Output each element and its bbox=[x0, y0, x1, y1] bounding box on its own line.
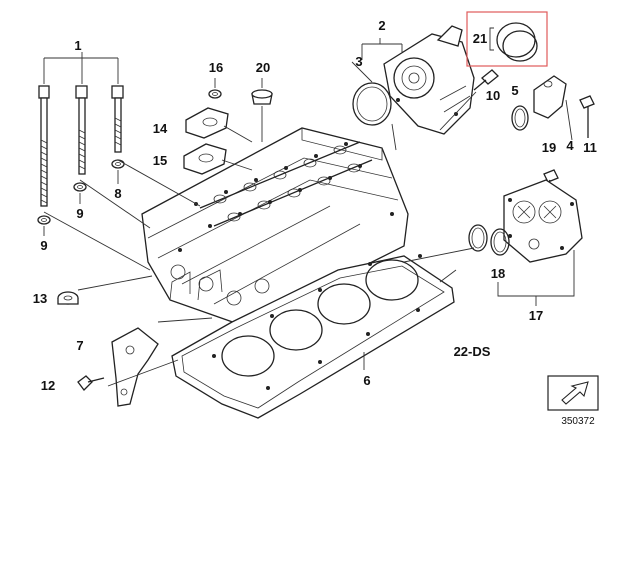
callout-8[interactable]: 8 bbox=[114, 186, 121, 201]
callout-1[interactable]: 1 bbox=[74, 38, 81, 53]
o-ring-set-21 bbox=[466, 11, 548, 67]
callout-21[interactable]: 21 bbox=[473, 31, 487, 46]
callout-2[interactable]: 2 bbox=[378, 18, 385, 33]
view-direction-arrow bbox=[547, 375, 599, 411]
diagram-number: 350372 bbox=[561, 416, 595, 427]
callout-14[interactable]: 14 bbox=[153, 121, 168, 136]
head-bolts-group bbox=[38, 52, 124, 207]
callout-11[interactable]: 11 bbox=[583, 140, 597, 155]
o-ring-5 bbox=[511, 105, 529, 131]
head-gasket-6 bbox=[171, 254, 455, 419]
callout-16[interactable]: 16 bbox=[209, 60, 223, 75]
washer-9-middle bbox=[73, 182, 87, 192]
gasket-15 bbox=[183, 143, 227, 175]
callout-4[interactable]: 4 bbox=[566, 138, 574, 153]
callout-10[interactable]: 10 bbox=[486, 88, 500, 103]
washer-8 bbox=[111, 159, 125, 169]
callout-18[interactable]: 18 bbox=[491, 266, 505, 281]
callout-5[interactable]: 5 bbox=[511, 83, 518, 98]
bracket-4 bbox=[533, 75, 573, 141]
callout-20[interactable]: 20 bbox=[256, 60, 270, 75]
engine-code-label: 22-DS bbox=[454, 344, 491, 359]
bolt-11 bbox=[579, 95, 595, 138]
nut-16 bbox=[208, 78, 222, 99]
callout-6[interactable]: 6 bbox=[363, 373, 370, 388]
plug-20 bbox=[251, 78, 273, 142]
vacuum-pump bbox=[361, 25, 475, 135]
o-rings-18 bbox=[468, 224, 575, 306]
plug-screw-13 bbox=[57, 275, 153, 305]
bolt-10 bbox=[473, 69, 499, 91]
callout-9-left[interactable]: 9 bbox=[40, 238, 47, 253]
washers-group bbox=[37, 159, 125, 236]
callout-19[interactable]: 19 bbox=[542, 140, 556, 155]
callout-labels: 1 2 3 4 5 6 7 8 9 9 10 11 12 13 14 15 16… bbox=[33, 18, 597, 393]
callout-3[interactable]: 3 bbox=[355, 54, 362, 69]
bracket-7 bbox=[111, 317, 213, 407]
washer-9-left bbox=[37, 215, 51, 225]
bolt-12 bbox=[77, 375, 105, 391]
cover-plate-14 bbox=[185, 107, 229, 139]
callout-9-middle[interactable]: 9 bbox=[76, 206, 83, 221]
callout-15[interactable]: 15 bbox=[153, 153, 167, 168]
flange-cover-17 bbox=[503, 179, 583, 263]
callout-17[interactable]: 17 bbox=[529, 308, 543, 323]
callout-7[interactable]: 7 bbox=[76, 338, 83, 353]
callout-13[interactable]: 13 bbox=[33, 291, 47, 306]
o-ring-3 bbox=[352, 82, 392, 126]
callout-12[interactable]: 12 bbox=[41, 378, 55, 393]
assembly-leaders bbox=[43, 61, 477, 387]
